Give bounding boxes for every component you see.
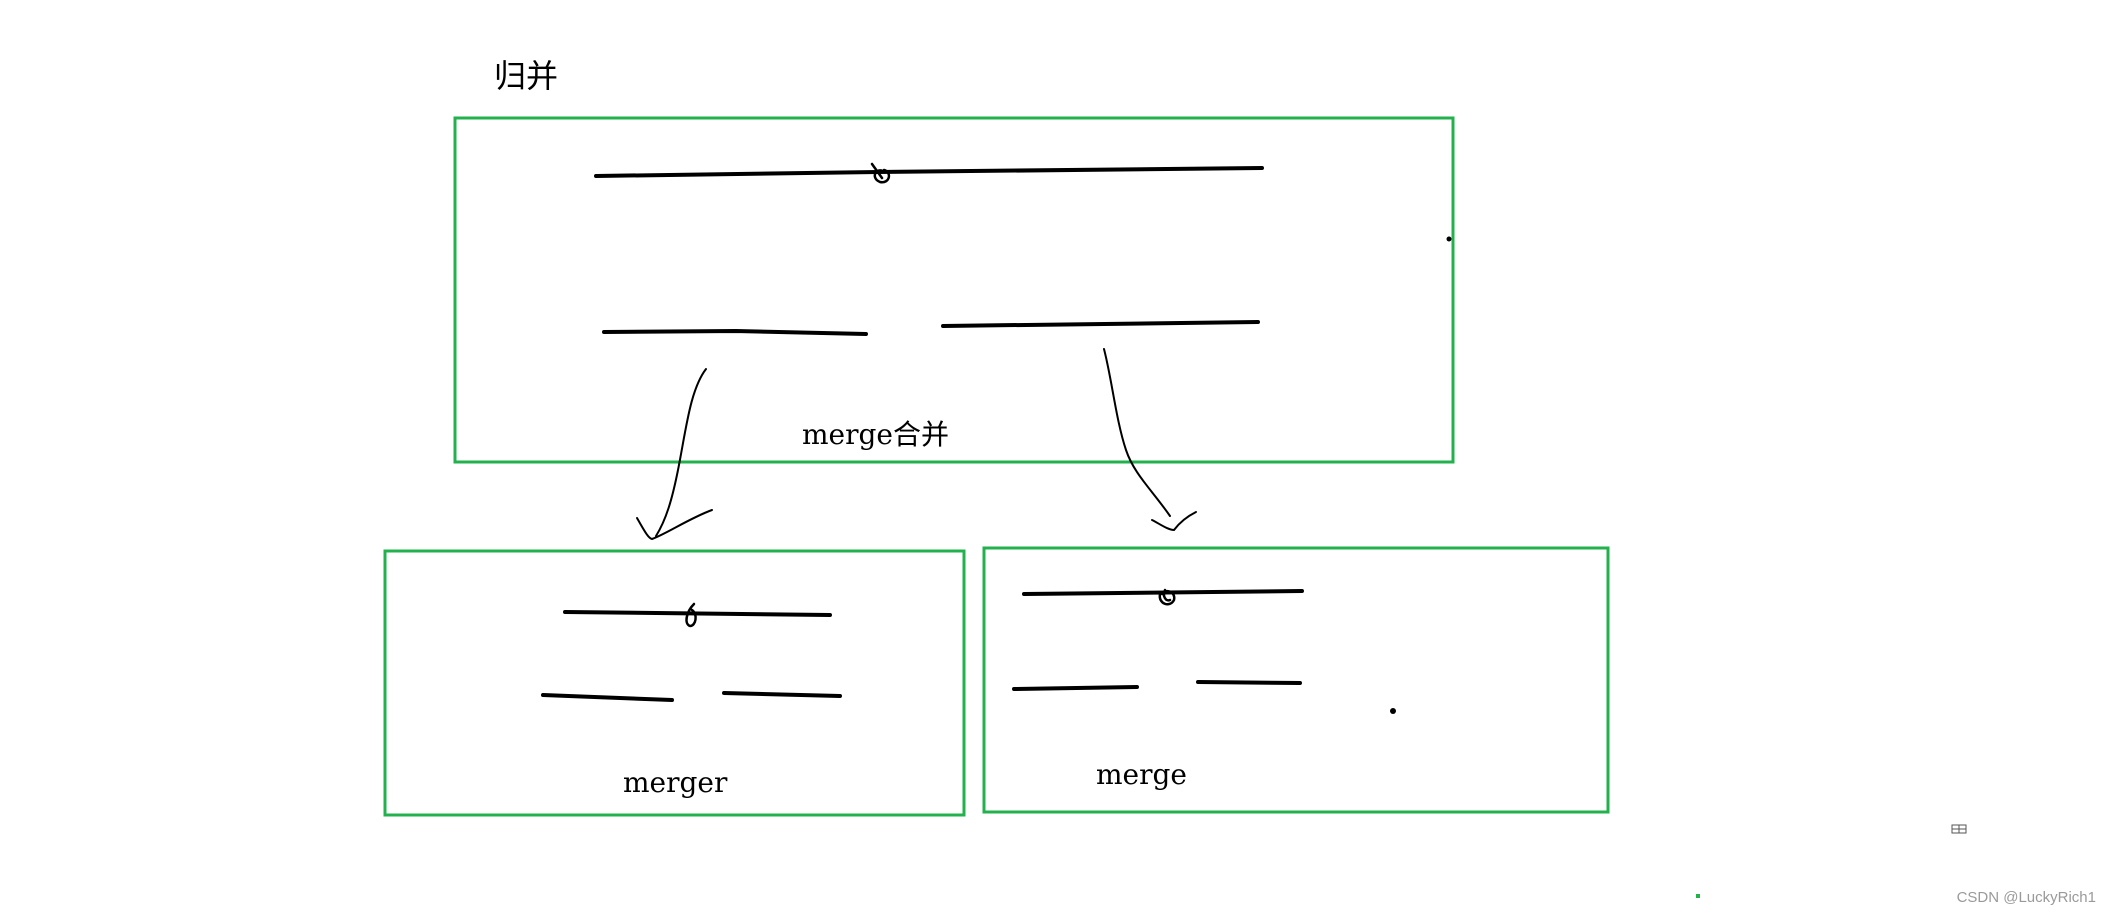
left-arrow-head [636, 509, 713, 541]
diagram-title: 归并 [494, 57, 559, 95]
top-box-strokes [594, 162, 1452, 336]
arrows [636, 348, 1197, 541]
left-split-mark [685, 602, 697, 628]
watermark: CSDN @LuckyRich1 [1956, 889, 2096, 906]
right-arrow-shaft [1103, 348, 1171, 517]
top-left-half-line [602, 328, 868, 336]
right-right-half-line [1196, 680, 1302, 685]
top-split-mark [870, 162, 891, 184]
left-right-half-line [722, 691, 842, 698]
right-arrow-head [1151, 511, 1197, 532]
top-box-label: merge合并 [802, 418, 950, 451]
right-dot [1390, 708, 1396, 714]
left-box [383, 549, 966, 817]
left-box-strokes [541, 602, 842, 702]
right-split-mark [1158, 588, 1176, 606]
right-box [982, 546, 1610, 814]
top-box [453, 116, 1455, 464]
stray-marks [1696, 824, 1967, 898]
right-left-half-line [1012, 685, 1139, 691]
top-right-half-line [941, 320, 1260, 328]
top-full-line [594, 166, 1264, 178]
top-dot [1446, 236, 1452, 242]
left-left-half-line [541, 693, 674, 702]
right-box-strokes [1012, 588, 1396, 714]
left-box-label: merger [623, 766, 728, 799]
right-box-label: merge [1096, 758, 1187, 791]
green-dot [1696, 894, 1700, 898]
left-full-line [563, 610, 832, 617]
left-arrow-shaft [655, 368, 707, 537]
